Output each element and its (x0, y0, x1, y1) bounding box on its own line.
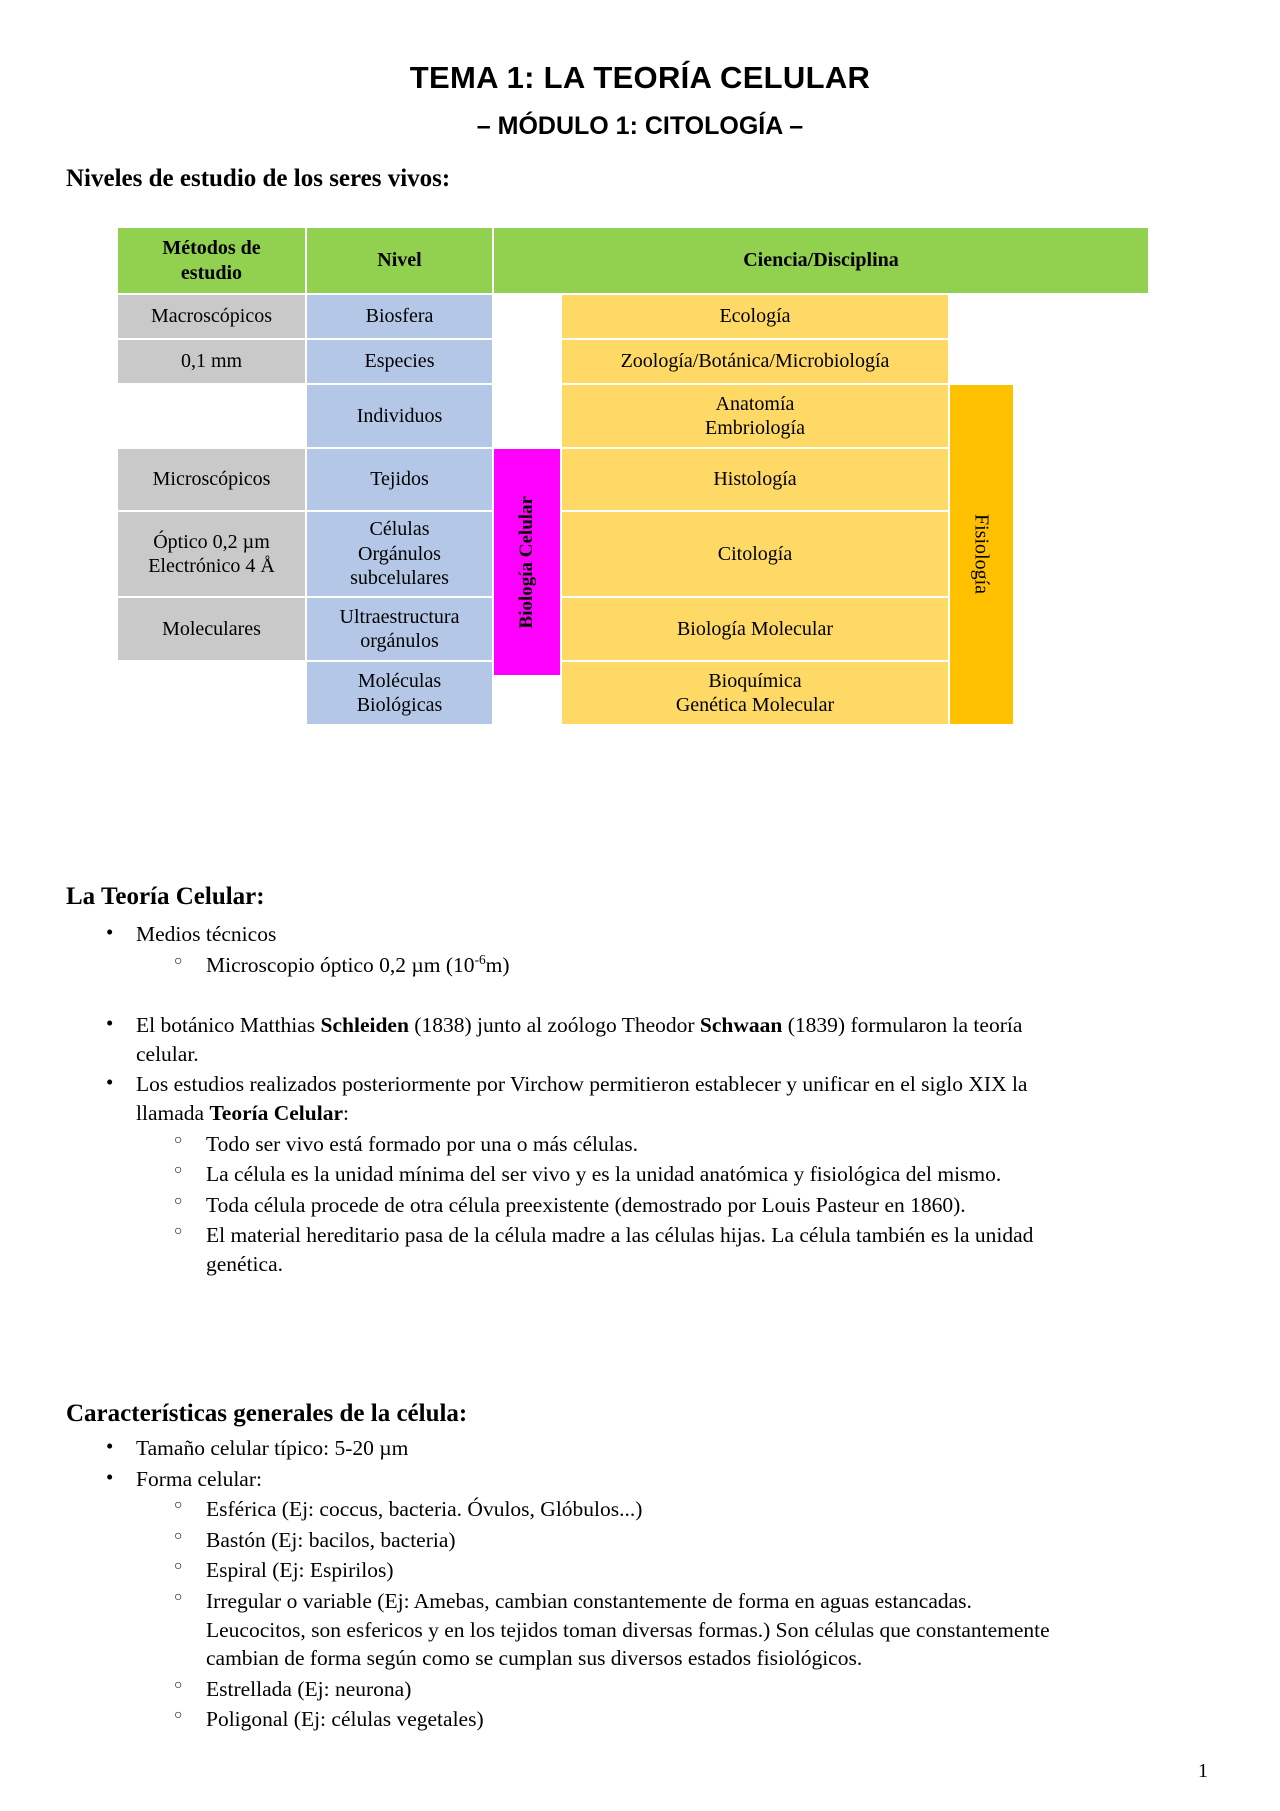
teoria-celular-term: Teoría Celular (209, 1100, 344, 1125)
teoria-bullet-list: Medios técnicos Microscopio óptico 0,2 µ… (66, 918, 1076, 1279)
virchow-text-a: Los estudios realizados posteriormente p… (136, 1072, 1028, 1125)
list-item: Tamaño celular típico: 5-20 µm (66, 1433, 1076, 1463)
section-heading-caracteristicas: Características generales de la célula: (66, 1400, 468, 1427)
list-spacer (66, 979, 1076, 1009)
list-item: Irregular o variable (Ej: Amebas, cambia… (66, 1587, 1076, 1673)
list-item: Bastón (Ej: bacilos, bacteria) (66, 1526, 1076, 1555)
list-item: Espiral (Ej: Espirilos) (66, 1556, 1076, 1585)
table-cell-ciencia-4: Citología (562, 512, 948, 596)
list-item: Todo ser vivo está formado por una o más… (66, 1130, 1076, 1159)
list-item: La célula es la unidad mínima del ser vi… (66, 1160, 1076, 1189)
table-band-fisiologia: Fisiología (950, 385, 1013, 724)
list-item: Forma celular: (66, 1464, 1076, 1494)
table-band-biologia-celular-label: Biología Celular (516, 495, 538, 629)
table-cell-nivel-3: Tejidos (307, 449, 492, 510)
table-cell-nivel-6: Moléculas Biológicas (307, 662, 492, 724)
list-item: Estrellada (Ej: neurona) (66, 1675, 1076, 1704)
table-band-biologia-celular: Biología Celular (494, 449, 560, 675)
table-cell-ciencia-1: Zoología/Botánica/Microbiología (562, 340, 948, 383)
schleiden-text-e: (1839) formularon la teoría celular. (136, 1013, 1023, 1066)
schwaan-name: Schwaan (699, 1013, 783, 1038)
microscopio-exponent: -6 (474, 951, 486, 967)
schleiden-name: Schleiden (320, 1013, 409, 1038)
list-item: Esférica (Ej: coccus, bacteria. Óvulos, … (66, 1495, 1076, 1524)
table-cell-metodos-5: Moleculares (118, 598, 305, 660)
page-title: TEMA 1: LA TEORÍA CELULAR (409, 60, 871, 95)
list-item: Los estudios realizados posteriormente p… (66, 1069, 1076, 1127)
schleiden-text-a: El botánico Matthias (136, 1013, 321, 1038)
table-header-nivel: Nivel (307, 228, 492, 293)
table-cell-nivel-1: Especies (307, 340, 492, 383)
table-band-fisiologia-label: Fisiología (970, 514, 993, 595)
caracteristicas-bullet-list: Tamaño celular típico: 5-20 µm Forma cel… (66, 1432, 1076, 1734)
table-header-metodos: Métodos de estudio (118, 228, 305, 293)
table-header-ciencia: Ciencia/Disciplina (494, 228, 1148, 293)
table-cell-metodos-2 (118, 385, 305, 447)
list-item: Poligonal (Ej: células vegetales) (66, 1705, 1076, 1734)
list-item: Toda célula procede de otra célula preex… (66, 1191, 1076, 1220)
microscopio-text-pre: Microscopio óptico 0,2 µm (10 (206, 952, 475, 977)
section-heading-teoria: La Teoría Celular: (66, 883, 265, 910)
microscopio-text-post: m) (485, 952, 510, 977)
page-number: 1 (1198, 1760, 1208, 1782)
list-item: Medios técnicos (66, 919, 1076, 949)
levels-of-study-table: Métodos de estudio Nivel Ciencia/Discipl… (118, 228, 1148, 731)
table-cell-ciencia-0: Ecología (562, 295, 948, 338)
table-cell-metodos-1: 0,1 mm (118, 340, 305, 383)
table-cell-metodos-4: Óptico 0,2 µm Electrónico 4 Å (118, 512, 305, 596)
list-item: El material hereditario pasa de la célul… (66, 1221, 1076, 1278)
list-item: Microscopio óptico 0,2 µm (10-6m) (66, 951, 1076, 980)
virchow-text-c: : (343, 1100, 349, 1125)
table-cell-metodos-3: Microscópicos (118, 449, 305, 510)
page-subtitle: – MÓDULO 1: CITOLOGÍA – (476, 112, 804, 140)
table-cell-nivel-2: Individuos (307, 385, 492, 447)
table-cell-nivel-4: Células Orgánulos subcelulares (307, 512, 492, 596)
section-heading-niveles: Niveles de estudio de los seres vivos: (66, 165, 451, 192)
table-cell-ciencia-5: Biología Molecular (562, 598, 948, 660)
schleiden-text-c: (1838) junto al zoólogo Theodor (408, 1013, 700, 1038)
table-cell-nivel-5: Ultraestructura orgánulos (307, 598, 492, 660)
table-cell-ciencia-2: Anatomía Embriología (562, 385, 948, 447)
table-cell-metodos-0: Macroscópicos (118, 295, 305, 338)
table-cell-ciencia-6: Bioquímica Genética Molecular (562, 662, 948, 724)
table-cell-nivel-0: Biosfera (307, 295, 492, 338)
list-item: El botánico Matthias Schleiden (1838) ju… (66, 1010, 1076, 1068)
table-cell-ciencia-3: Histología (562, 449, 948, 510)
